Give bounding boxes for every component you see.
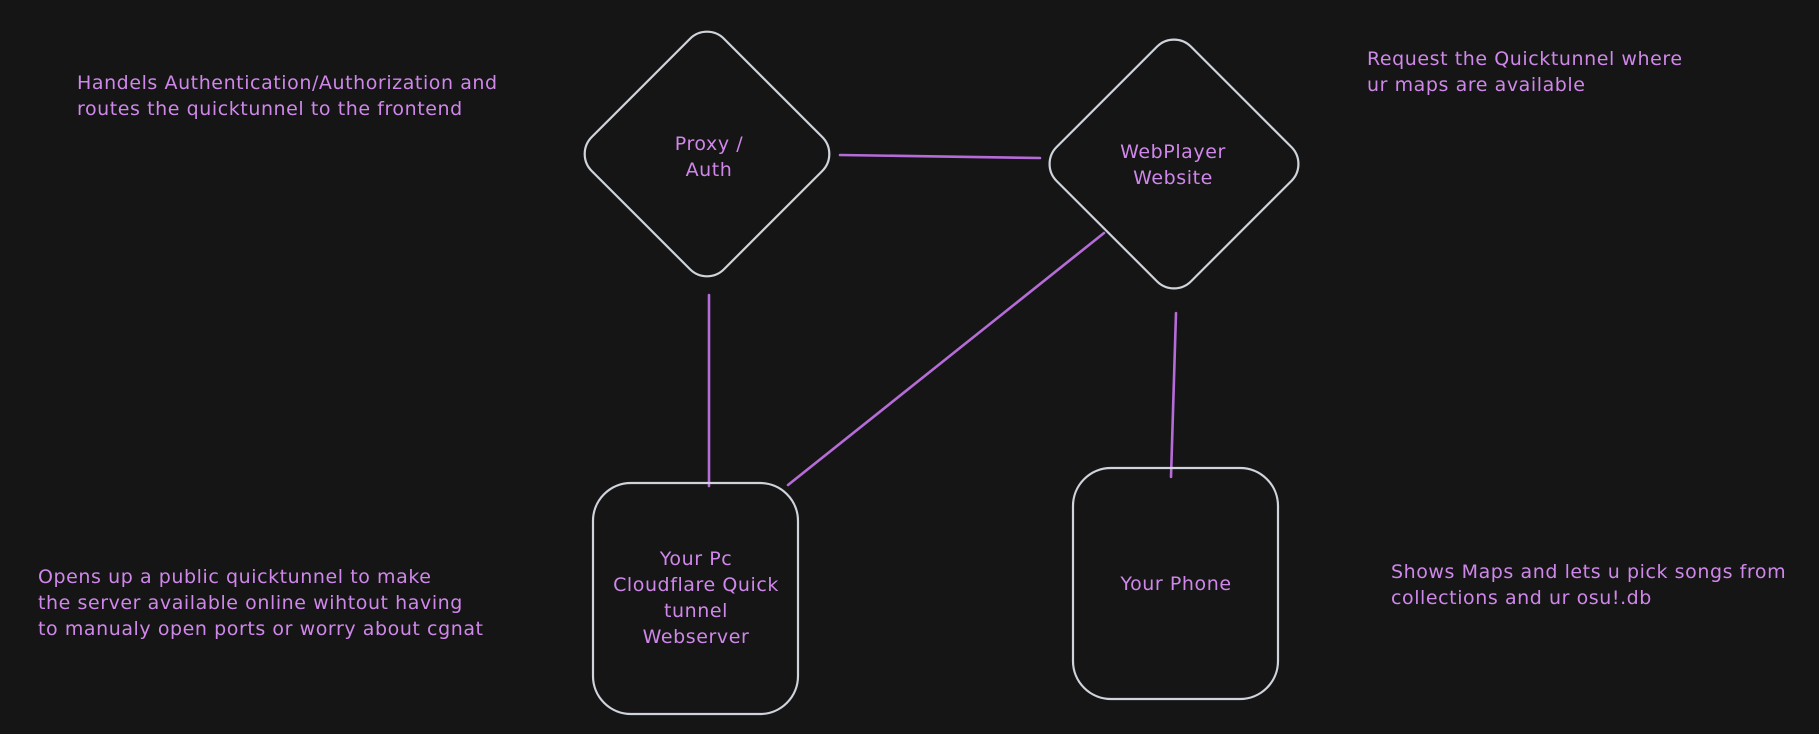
- your-pc-label-line: Cloudflare Quick: [613, 574, 779, 596]
- your-pc-label-line: Your Pc: [659, 548, 733, 570]
- annotation-line: ur maps are available: [1367, 74, 1586, 96]
- annotation-line: routes the quicktunnel to the frontend: [77, 98, 463, 120]
- your-phone-box: [1071, 466, 1280, 701]
- annotation-line: Handels Authentication/Authorization and: [77, 72, 498, 94]
- your-pc-label-line: tunnel: [664, 600, 728, 622]
- annotation-quicktunnel-description: Opens up a public quicktunnel to make th…: [38, 564, 484, 642]
- webplayer-website-label-line: Website: [1133, 167, 1213, 189]
- your-pc-webserver-label: Your Pc Cloudflare Quick tunnel Webserve…: [613, 546, 779, 650]
- annotation-line: Request the Quicktunnel where: [1367, 48, 1683, 70]
- proxy-auth-label: Proxy / Auth: [675, 131, 743, 183]
- annotation-webplayer-description: Request the Quicktunnel where ur maps ar…: [1367, 46, 1683, 98]
- webplayer-website-diamond: [1048, 38, 1300, 290]
- edge-webplayer-to-your-pc: [786, 231, 1106, 487]
- annotation-proxy-auth-description: Handels Authentication/Authorization and…: [77, 70, 498, 122]
- edge-webplayer-to-your-phone: [1169, 311, 1178, 479]
- annotation-line: the server available online wihtout havi…: [38, 592, 463, 614]
- annotation-line: Opens up a public quicktunnel to make: [38, 566, 432, 588]
- your-phone-label: Your Phone: [1120, 571, 1231, 597]
- annotation-line: Shows Maps and lets u pick songs from: [1391, 561, 1787, 583]
- annotation-line: collections and ur osu!.db: [1391, 587, 1652, 609]
- annotation-phone-description: Shows Maps and lets u pick songs from co…: [1391, 559, 1786, 611]
- proxy-auth-diamond: [583, 30, 831, 278]
- your-pc-label-line: Webserver: [642, 626, 750, 648]
- your-phone-label-line: Your Phone: [1120, 573, 1232, 595]
- proxy-auth-label-line: Auth: [685, 159, 733, 181]
- proxy-auth-label-line: Proxy /: [674, 133, 744, 155]
- annotation-line: to manualy open ports or worry about cgn…: [38, 618, 484, 640]
- your-pc-webserver-box: [591, 481, 800, 716]
- webplayer-website-label: WebPlayer Website: [1120, 139, 1226, 191]
- edge-proxy-auth-to-webplayer: [838, 153, 1042, 160]
- webplayer-website-label-line: WebPlayer: [1120, 141, 1226, 163]
